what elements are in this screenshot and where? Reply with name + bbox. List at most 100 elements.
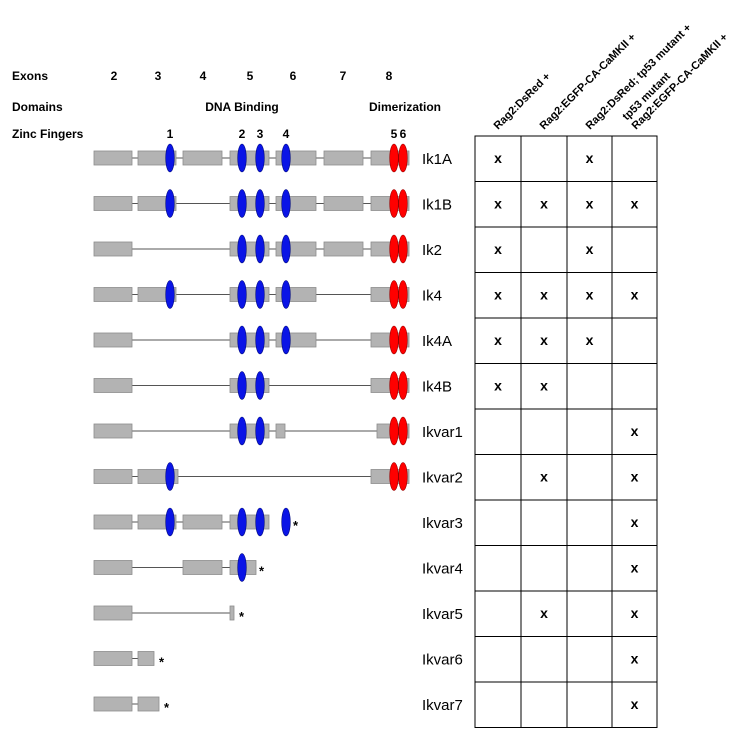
dna-binding-zinc-finger <box>255 234 265 264</box>
isoform-row: Ik4 <box>93 280 442 309</box>
isoform-row: *Ikvar6 <box>93 651 463 670</box>
zinc-fingers-row-label: Zinc Fingers <box>12 127 84 141</box>
dimerization-zinc-finger <box>398 280 408 309</box>
isoform-name: Ik2 <box>422 242 442 259</box>
exon-box <box>137 696 160 712</box>
zinc-finger-number: 1 <box>167 127 174 141</box>
isoform-name: Ik1A <box>422 151 452 168</box>
truncation-asterisk: * <box>164 700 170 715</box>
isoform-rows: Ik1AIk1BIk2Ik4Ik4AIk4BIkvar1Ikvar2*Ikvar… <box>93 143 463 715</box>
presence-mark: x <box>540 332 548 348</box>
truncation-asterisk: * <box>239 609 245 624</box>
dna-binding-zinc-finger <box>165 280 175 309</box>
isoform-name: Ikvar6 <box>422 652 463 669</box>
isoform-row: *Ikvar5 <box>93 605 463 624</box>
dimerization-zinc-finger <box>389 234 399 264</box>
exon-box <box>323 196 364 211</box>
isoform-row: * Ikvar3 <box>93 507 463 537</box>
dimerization-zinc-finger <box>398 325 408 355</box>
exon-box <box>93 287 133 302</box>
exon-box <box>93 514 133 530</box>
truncation-asterisk: * <box>293 518 299 533</box>
presence-mark: x <box>586 287 594 303</box>
zinc-finger-number: 6 <box>400 127 407 141</box>
dna-binding-zinc-finger <box>237 143 247 173</box>
presence-mark: x <box>586 241 594 257</box>
dna-binding-zinc-finger <box>255 416 265 446</box>
exon-box <box>93 423 133 439</box>
exon-box <box>93 332 133 348</box>
truncation-asterisk: * <box>259 564 265 579</box>
presence-mark: x <box>586 332 594 348</box>
dna-binding-zinc-finger <box>281 189 291 218</box>
isoform-row: *Ikvar4 <box>93 553 463 582</box>
presence-table-grid <box>474 135 658 728</box>
dna-binding-zinc-finger <box>237 280 247 309</box>
presence-mark: x <box>494 241 502 257</box>
exon-number: 8 <box>386 69 393 83</box>
presence-mark: x <box>540 287 548 303</box>
column-header-text: Rag2:EGFP-CA-CaMKII + <box>630 31 731 132</box>
presence-mark: x <box>631 196 639 212</box>
isoform-name: Ikvar3 <box>422 515 463 532</box>
dimerization-zinc-finger <box>389 280 399 309</box>
presence-mark: x <box>631 287 639 303</box>
dna-binding-zinc-finger <box>255 507 265 537</box>
exon-box <box>182 514 223 530</box>
zinc-finger-number: 5 <box>391 127 398 141</box>
isoform-row: Ik1A <box>93 143 452 173</box>
exon-box <box>93 241 133 257</box>
isoform-row: Ik1B <box>93 189 452 218</box>
exon-number: 5 <box>247 69 254 83</box>
presence-mark: x <box>631 605 639 621</box>
dimerization-zinc-finger <box>398 143 408 173</box>
isoform-name: Ikvar7 <box>422 697 463 714</box>
zinc-finger-number: 4 <box>283 127 290 141</box>
isoform-row: * Ikvar7 <box>93 696 463 715</box>
presence-mark: x <box>631 514 639 530</box>
dna-binding-zinc-finger <box>237 553 247 582</box>
exon-box <box>182 150 223 166</box>
isoform-name: Ik4B <box>422 379 452 396</box>
presence-mark: x <box>494 287 502 303</box>
dna-binding-zinc-finger <box>255 280 265 309</box>
presence-mark: x <box>586 150 594 166</box>
dna-binding-zinc-finger <box>237 371 247 400</box>
exon-number: 7 <box>340 69 347 83</box>
dimerization-zinc-finger <box>398 371 408 400</box>
dna-binding-zinc-finger <box>237 234 247 264</box>
table-border <box>474 135 658 728</box>
exon-number: 2 <box>111 69 118 83</box>
presence-mark: x <box>494 332 502 348</box>
presence-mark: x <box>631 469 639 485</box>
dimerization-zinc-finger <box>398 234 408 264</box>
isoform-name: Ik1B <box>422 197 452 214</box>
dimerization-zinc-finger <box>389 462 399 491</box>
column-headers: Rag2:DsRed +Rag2:EGFP-CA-CaMKII +Rag2:Ds… <box>492 22 731 132</box>
isoform-row: Ik4A <box>93 325 452 355</box>
isoform-row: Ikvar1 <box>93 416 463 446</box>
presence-mark: x <box>494 196 502 212</box>
dna-binding-zinc-finger <box>237 189 247 218</box>
exons-row-label: Exons <box>12 69 48 83</box>
dna-binding-zinc-finger <box>255 325 265 355</box>
dna-binding-zinc-finger <box>165 189 175 218</box>
presence-mark: x <box>540 378 548 394</box>
dna-binding-zinc-finger <box>255 143 265 173</box>
presence-mark: x <box>586 196 594 212</box>
dna-binding-zinc-finger <box>281 143 291 173</box>
exon-box <box>93 651 133 666</box>
presence-mark: x <box>631 696 639 712</box>
dimerization-zinc-finger <box>398 416 408 446</box>
zinc-finger-number: 2 <box>239 127 246 141</box>
exon-box <box>323 150 364 166</box>
exon-box <box>93 469 133 484</box>
dna-binding-zinc-finger <box>255 189 265 218</box>
exon-box <box>137 651 155 666</box>
isoform-name: Ik4A <box>422 333 452 350</box>
isoform-row: Ikvar2 <box>93 462 463 491</box>
dna-binding-zinc-finger <box>237 416 247 446</box>
